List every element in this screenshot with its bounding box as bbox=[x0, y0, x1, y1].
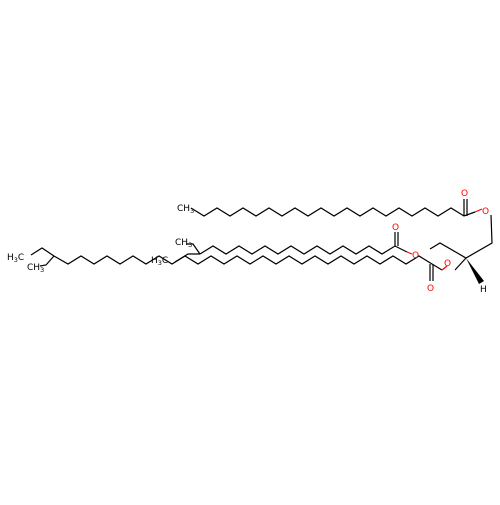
chain-2-methyl-label: CH3 bbox=[175, 238, 192, 249]
chain-1-backbone bbox=[190, 207, 476, 217]
stereo-wedge bbox=[466, 258, 484, 284]
glycerol-bonds bbox=[429, 214, 493, 271]
chain-1-methyl-label: CH3 bbox=[177, 204, 194, 215]
chain-1-carbonyl-oxygen: O bbox=[461, 189, 468, 199]
glycerol-to-o3 bbox=[454, 257, 467, 271]
chain-1-bonds bbox=[190, 199, 476, 217]
chain-2-h3c-label: H3C bbox=[151, 256, 168, 267]
chain-2-branch-top bbox=[186, 243, 201, 255]
chain-2-ester-oxygen: O bbox=[412, 251, 419, 261]
chain-3-branch-lower bbox=[39, 255, 55, 267]
glycerol-backbone bbox=[429, 214, 493, 259]
chain-3-methyl-label: CH3 bbox=[27, 263, 44, 274]
chain-1-ester-oxygen: O bbox=[482, 207, 489, 217]
chain-3-ester-oxygen: O bbox=[444, 259, 451, 269]
chain-3-backbone bbox=[53, 255, 443, 271]
chain-3-ester-bond bbox=[441, 265, 448, 271]
chain-2-carbonyl-oxygen: O bbox=[392, 223, 399, 233]
chain-1-ester-bond bbox=[474, 208, 483, 213]
stereo-hydrogen: H bbox=[480, 285, 487, 295]
chain-3-branch bbox=[30, 247, 55, 257]
chain-3-carbonyl-oxygen: O bbox=[427, 284, 434, 294]
chain-2-ester-bond bbox=[406, 251, 413, 255]
chain-2-backbone bbox=[199, 245, 408, 255]
chain-3-bonds bbox=[30, 247, 443, 281]
chain-3-h3c-label: H3C bbox=[7, 253, 24, 264]
